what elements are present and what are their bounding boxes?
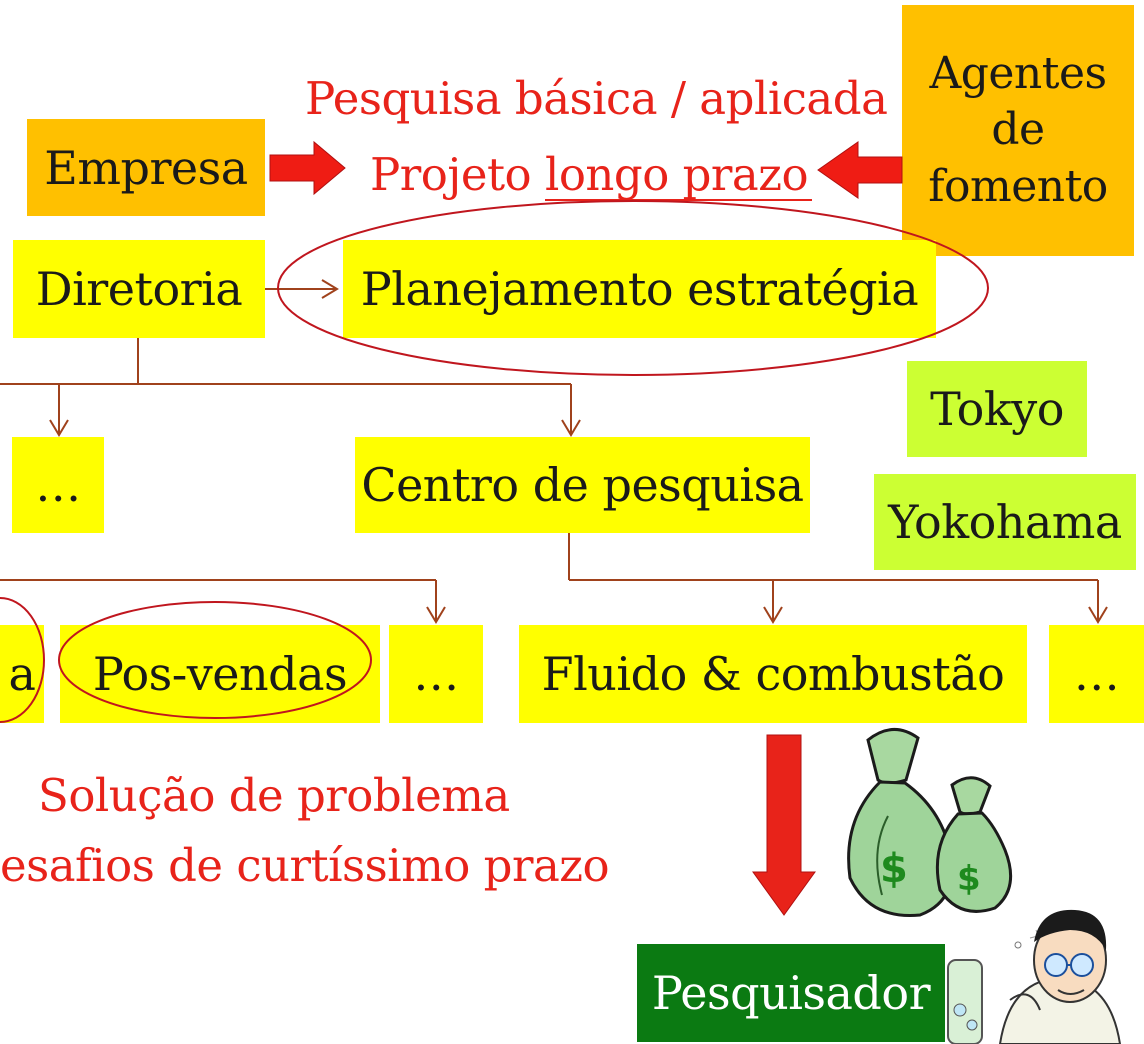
money-bags-icon: $ $ [847,728,1013,918]
diretoria-to-planejamento-arrowhead [321,279,339,299]
svg-text:$: $ [957,859,981,899]
ellipsis-mid-label: … [413,647,459,701]
ellipsis-left-label: … [35,458,81,512]
ellipsis-right-box: … [1049,625,1144,723]
fluido-combustao-box: Fluido & combustão [519,625,1027,723]
pesquisador-box: Pesquisador [637,944,945,1042]
diretoria-label: Diretoria [35,262,243,316]
ellipsis-left-arrowhead [49,419,69,437]
ellipsis-left-box: … [12,437,104,533]
ellipsis-right-label: … [1073,647,1120,701]
empresa-box: Empresa [27,119,265,216]
planejamento-label: Planejamento estratégia [360,262,919,316]
empresa-arrow-icon [269,140,346,196]
pos-vendas-box: Pos-vendas [60,625,380,723]
empresa-label: Empresa [44,140,248,195]
pesquisador-label: Pesquisador [651,966,931,1020]
desafios-curtissimo-prazo-text: esafios de curtíssimo prazo [0,839,610,892]
ellipsis-mid-arrowhead [426,606,446,624]
partial-left-unit-ellipse [0,597,45,723]
planejamento-box: Planejamento estratégia [343,240,936,338]
partial-left-unit-box: a [0,625,44,723]
agentes-label-line1: Agentes [929,48,1107,100]
pos-vendas-label: Pos-vendas [92,647,348,701]
down-arrow-icon [752,734,816,916]
partial-left-unit-label: a [8,647,36,701]
diretoria-box: Diretoria [13,240,265,338]
pos-vendas-ellipse [58,601,372,719]
centro-label: Centro de pesquisa [361,458,804,512]
fluido-arrowhead [763,606,783,624]
planejamento-ellipse [277,200,989,376]
solucao-de-problema-text: Solução de problema [38,769,510,822]
fluido-label: Fluido & combustão [541,647,1005,701]
projeto-longo-prazo-text: Projeto longo prazo [370,148,809,201]
yokohama-label: Yokohama [888,495,1122,549]
yokohama-box: Yokohama [874,474,1136,570]
centro-arrowhead [561,419,581,437]
agentes-arrow-icon [817,141,903,199]
agentes-de-fomento-box: Agentes de fomento [902,5,1134,256]
ellipsis-right-arrowhead [1088,606,1108,624]
scientist-icon [947,909,1122,1044]
svg-text:$: $ [880,846,908,892]
agentes-label-line3: fomento [928,160,1108,212]
pesquisa-basica-text: Pesquisa básica / aplicada [305,72,888,125]
tokyo-box: Tokyo [907,361,1087,457]
ellipsis-mid-box: … [389,625,483,723]
centro-de-pesquisa-box: Centro de pesquisa [355,437,810,533]
agentes-label-line2: de [991,104,1045,156]
tokyo-label: Tokyo [930,382,1064,436]
